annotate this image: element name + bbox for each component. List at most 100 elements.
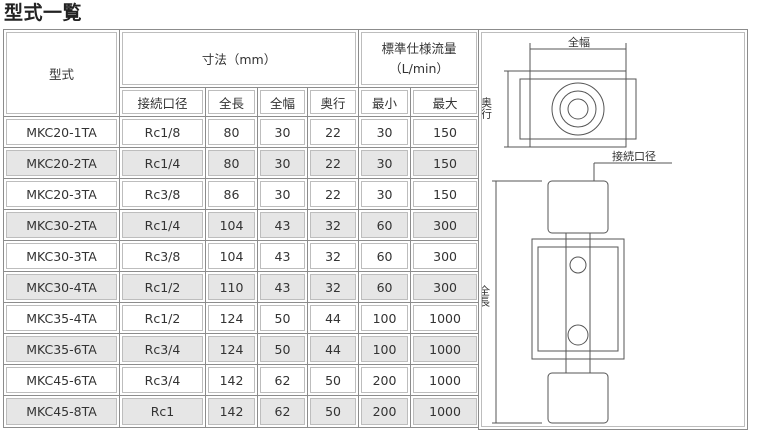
page-title: 型式一覧 [4,2,83,24]
cell-model: MKC35-6TA [4,334,120,365]
cell-depth: 44 [308,334,360,365]
cell-min: 200 [359,396,412,427]
cell-max: 300 [411,272,480,303]
header-flow: 標準仕様流量 （L/min） [359,30,480,88]
cell-port: Rc1/2 [120,303,206,334]
cell-max: 150 [411,117,480,148]
side-tube [565,232,591,374]
cell-model: MKC30-3TA [4,241,120,272]
cell-port: Rc1/4 [120,210,206,241]
width-label: 全幅 [568,35,590,49]
cell-min: 60 [359,241,412,272]
spec-table: 型式 寸法（mm） 標準仕様流量 （L/min） 接続口径 全長 全幅 奥行 最… [3,29,481,428]
header-min: 最小 [359,88,412,117]
header-length: 全長 [206,88,258,117]
cell-port: Rc3/8 [120,241,206,272]
cell-width: 30 [258,179,308,210]
cell-length: 124 [206,334,258,365]
header-flow-line2: （L/min） [389,60,449,76]
diagram-svg: 全幅 接続口径 奥行 全長 [478,35,672,424]
cell-max: 150 [411,179,480,210]
cell-length: 110 [206,272,258,303]
top-view-port-inner [567,98,589,120]
header-max: 最大 [411,88,480,117]
cell-width: 50 [258,334,308,365]
header-width: 全幅 [258,88,308,117]
cell-min: 60 [359,210,412,241]
cell-length: 142 [206,396,258,427]
cell-length: 86 [206,179,258,210]
side-top-fitting [547,180,609,234]
cell-depth: 32 [308,272,360,303]
cell-port: Rc1 [120,396,206,427]
cell-width: 62 [258,396,308,427]
side-float [569,256,587,274]
cell-model: MKC30-2TA [4,210,120,241]
cell-port: Rc3/4 [120,365,206,396]
cell-depth: 50 [308,365,360,396]
cell-length: 80 [206,117,258,148]
cell-depth: 22 [308,179,360,210]
cell-model: MKC20-1TA [4,117,120,148]
cell-max: 300 [411,241,480,272]
cell-min: 200 [359,365,412,396]
dimension-diagram: 全幅 接続口径 奥行 全長 [478,29,748,430]
top-view-body [529,70,627,148]
cell-depth: 44 [308,303,360,334]
cell-min: 100 [359,334,412,365]
cell-min: 30 [359,117,412,148]
header-dimensions: 寸法（mm） [120,30,360,88]
top-view-port-outer [551,82,605,136]
header-flow-line1: 標準仕様流量 [381,40,457,56]
cell-width: 43 [258,241,308,272]
side-housing [531,238,625,360]
cell-max: 1000 [411,303,480,334]
cell-min: 60 [359,272,412,303]
cell-port: Rc1/8 [120,117,206,148]
cell-port: Rc1/4 [120,148,206,179]
cell-max: 1000 [411,396,479,427]
cell-depth: 22 [308,117,360,148]
side-housing-inner [537,246,619,352]
cell-min: 100 [359,303,412,334]
top-view-port-mid [559,90,597,128]
cell-depth: 50 [308,396,360,427]
cell-model: MKC30-4TA [4,272,120,303]
cell-width: 43 [258,272,308,303]
header-depth: 奥行 [308,88,360,117]
cell-length: 142 [206,365,258,396]
cell-model: MKC45-8TA [4,396,120,427]
port-label: 接続口径 [612,149,656,163]
side-bottom-fitting [547,372,609,424]
cell-min: 30 [359,148,412,179]
cell-width: 62 [258,365,308,396]
cell-length: 104 [206,210,258,241]
cell-max: 1000 [411,365,480,396]
cell-width: 30 [258,148,308,179]
cell-max: 1000 [411,334,480,365]
cell-depth: 32 [308,210,360,241]
length-label: 全長 [482,284,491,308]
cell-port: Rc3/8 [120,179,206,210]
cell-width: 30 [258,117,308,148]
header-model: 型式 [4,30,120,117]
top-view-flange [519,78,637,140]
depth-label: 奥行 [482,96,493,120]
cell-length: 124 [206,303,258,334]
cell-model: MKC20-2TA [4,148,120,179]
cell-port: Rc3/4 [120,334,206,365]
cell-model: MKC45-6TA [4,365,120,396]
cell-max: 150 [411,148,480,179]
cell-port: Rc1/2 [120,272,206,303]
side-valve [567,324,589,346]
cell-max: 300 [411,210,480,241]
